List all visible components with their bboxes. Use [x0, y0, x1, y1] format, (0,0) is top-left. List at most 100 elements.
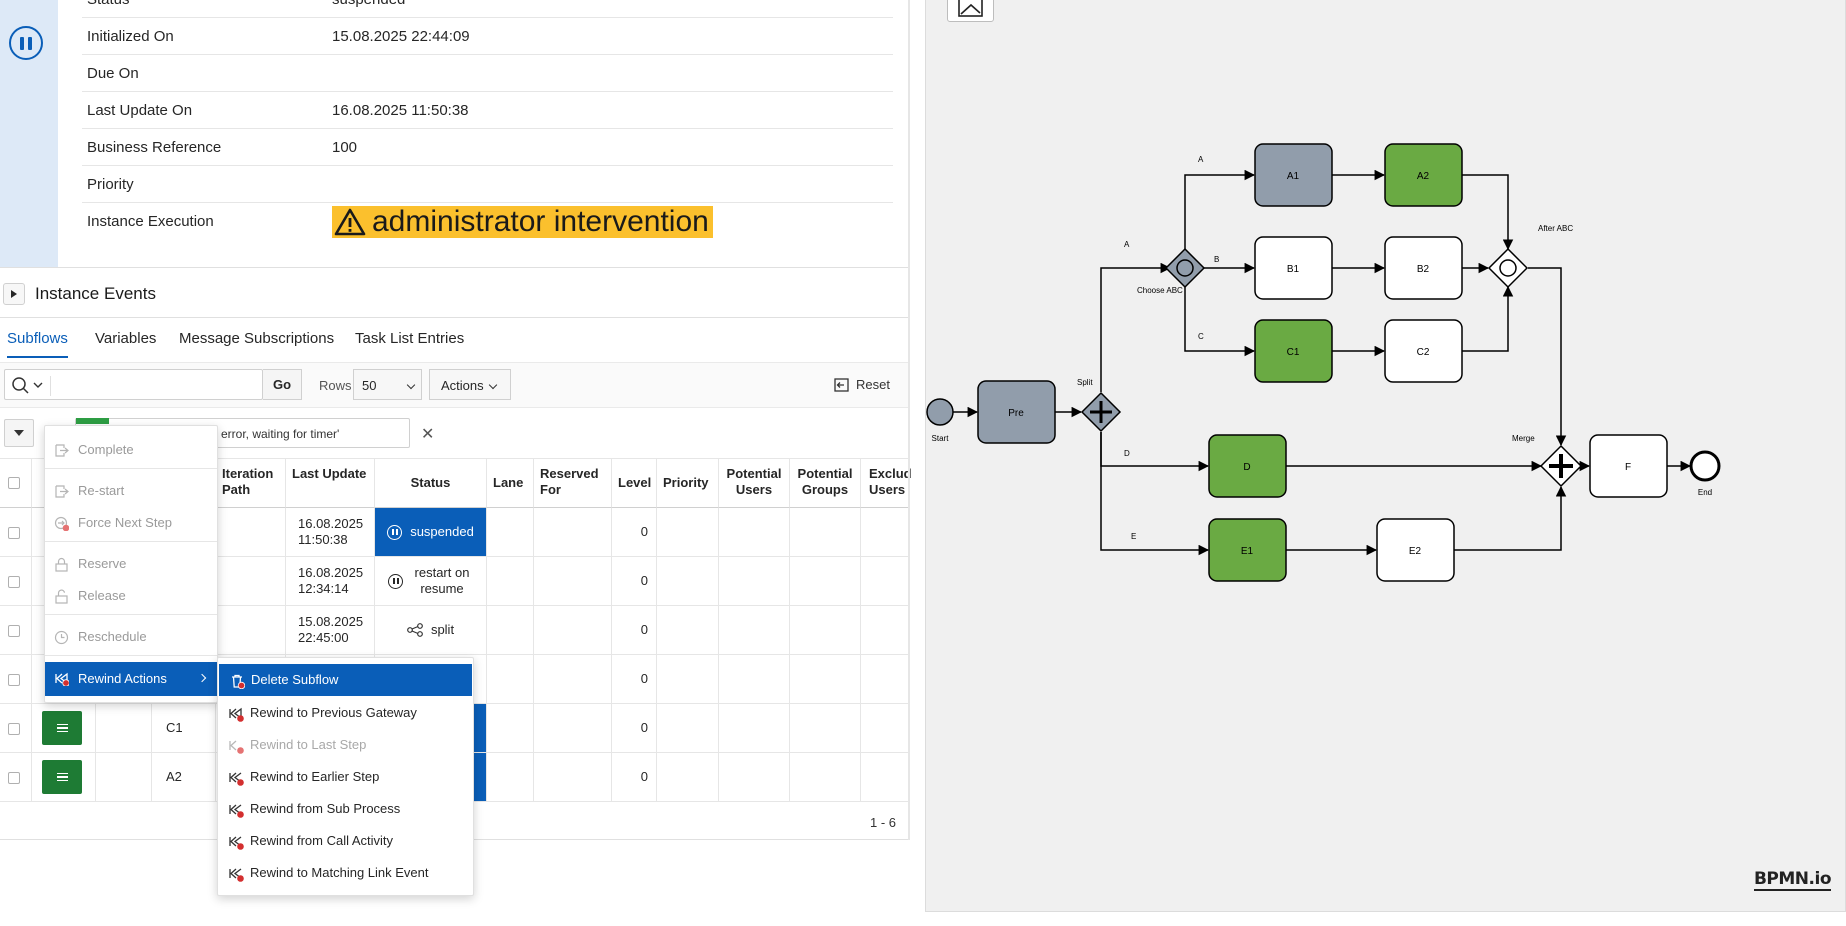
- grid-cell: [657, 557, 719, 606]
- col-excluded-header[interactable]: Exclud Users: [861, 458, 912, 508]
- remove-filter-icon[interactable]: ✕: [421, 426, 435, 443]
- end-label: End: [1698, 488, 1712, 497]
- menu-item-complete[interactable]: Complete: [45, 434, 217, 466]
- instance-detail-panel: Status suspended Initialized On 15.08.20…: [0, 0, 912, 926]
- choose-abc-gateway[interactable]: [1164, 247, 1206, 289]
- menu-item-release[interactable]: Release: [45, 580, 217, 612]
- menu-item-force-next-step[interactable]: Force Next Step: [45, 507, 217, 539]
- task-a2[interactable]: [1384, 143, 1463, 207]
- submenu-rewind-earlier-step[interactable]: Rewind to Earlier Step: [218, 761, 473, 793]
- col-status-header[interactable]: Status: [375, 458, 487, 508]
- flow-label-a: A: [1198, 155, 1204, 164]
- grid-cell: [657, 655, 719, 704]
- after-abc-gateway[interactable]: [1487, 247, 1529, 289]
- row-checkbox[interactable]: [8, 576, 20, 588]
- col-priority-header[interactable]: Priority: [657, 458, 719, 508]
- menu-item-reschedule[interactable]: Reschedule: [45, 621, 217, 653]
- toggle-fullscreen-button[interactable]: [947, 0, 994, 22]
- search-field[interactable]: [4, 369, 263, 400]
- row-menu-button[interactable]: [42, 760, 82, 794]
- menu-separator: [45, 468, 217, 469]
- menu-item-label: Complete: [78, 442, 134, 457]
- grid-cell: [487, 508, 534, 557]
- row-checkbox[interactable]: [8, 625, 20, 637]
- split-gateway[interactable]: [1080, 391, 1122, 433]
- grid-cell: [719, 557, 790, 606]
- row-checkbox[interactable]: [8, 772, 20, 784]
- submenu-rewind-previous-gateway[interactable]: Rewind to Previous Gateway: [218, 697, 473, 729]
- row-checkbox[interactable]: [8, 723, 20, 735]
- flow-label-a-split: A: [1124, 240, 1130, 249]
- force-next-step-icon: [54, 516, 69, 531]
- tab-message-subscriptions[interactable]: Message Subscriptions: [179, 330, 335, 347]
- status-text: suspended: [410, 524, 474, 539]
- prop-value: 16.08.2025 11:50:38: [332, 102, 469, 119]
- col-reserved-header[interactable]: Reserved For: [534, 458, 612, 508]
- expand-events-toggle[interactable]: [3, 283, 25, 305]
- tab-task-list-entries[interactable]: Task List Entries: [355, 330, 465, 347]
- submenu-rewind-last-step[interactable]: Rewind to Last Step: [218, 729, 473, 761]
- col-iteration-header[interactable]: Iteration Path: [216, 458, 286, 508]
- go-button[interactable]: Go: [263, 369, 302, 400]
- menu-item-restart[interactable]: Re-start: [45, 475, 217, 507]
- submenu-rewind-sub-process[interactable]: Rewind from Sub Process: [218, 793, 473, 825]
- cell-status: restart on resume: [375, 557, 487, 606]
- select-all-header: [0, 458, 32, 508]
- rows-select[interactable]: 50: [353, 369, 422, 400]
- task-c1[interactable]: [1254, 319, 1333, 383]
- submenu-delete-subflow[interactable]: Delete Subflow: [219, 664, 472, 696]
- col-potential-users-header[interactable]: Potential Users: [719, 458, 790, 508]
- filter-toggle[interactable]: [4, 419, 34, 447]
- task-e1[interactable]: [1208, 518, 1287, 582]
- flow-label-b: B: [1214, 255, 1219, 264]
- task-b1[interactable]: [1254, 236, 1333, 300]
- task-a1[interactable]: [1254, 143, 1333, 207]
- cell-level: 0: [612, 606, 657, 655]
- select-all-checkbox[interactable]: [8, 477, 20, 489]
- tab-subflows[interactable]: Subflows: [7, 330, 68, 358]
- col-level-header[interactable]: Level: [612, 458, 657, 508]
- menu-item-reserve[interactable]: Reserve: [45, 548, 217, 580]
- task-e2[interactable]: [1376, 518, 1455, 582]
- rewind-icon: [229, 804, 244, 818]
- submenu-rewind-call-activity[interactable]: Rewind from Call Activity: [218, 825, 473, 857]
- start-event[interactable]: [926, 398, 954, 426]
- cell-text: 0: [640, 671, 648, 686]
- flow-label-c: C: [1198, 332, 1204, 341]
- task-c2[interactable]: [1384, 319, 1463, 383]
- tab-variables[interactable]: Variables: [95, 330, 157, 347]
- bpmn-io-logo[interactable]: BPMN.io: [1753, 869, 1832, 891]
- col-last-update-header[interactable]: Last Update: [286, 458, 375, 508]
- merge-label: Merge: [1512, 434, 1535, 443]
- start-label: Start: [932, 434, 950, 443]
- flow-choose-a1: [1184, 169, 1256, 253]
- col-potential-groups-header[interactable]: Potential Groups: [790, 458, 861, 508]
- complete-icon: [55, 444, 69, 457]
- merge-gateway[interactable]: [1539, 444, 1583, 488]
- bpmn-viewer[interactable]: Pre A1 A2 B1 B2 C1 C2 D E1 E2 F Start En…: [925, 0, 1846, 912]
- submenu-rewind-link-event[interactable]: Rewind to Matching Link Event: [218, 857, 473, 889]
- pagination-range: 1 - 6: [869, 815, 896, 830]
- actions-menu-button[interactable]: Actions: [429, 369, 511, 400]
- submenu-label: Rewind to Last Step: [250, 737, 367, 752]
- reset-button[interactable]: Reset: [834, 377, 890, 392]
- task-d[interactable]: [1208, 434, 1287, 498]
- cell-text: 0: [640, 769, 648, 784]
- submenu-label: Rewind from Call Activity: [250, 833, 394, 848]
- row-checkbox[interactable]: [8, 527, 20, 539]
- menu-item-label: Re-start: [78, 483, 125, 498]
- menu-item-rewind-actions[interactable]: Rewind Actions: [45, 662, 217, 696]
- task-b2[interactable]: [1384, 236, 1463, 300]
- grid-cell: [719, 753, 790, 802]
- row-menu-button[interactable]: [42, 711, 82, 745]
- end-event[interactable]: [1689, 450, 1721, 482]
- task-pre[interactable]: [977, 380, 1056, 444]
- task-f[interactable]: [1589, 434, 1668, 498]
- flow-c2-after: [1462, 285, 1514, 352]
- chevron-down-icon: [406, 380, 416, 390]
- execution-warning-badge: administrator intervention: [332, 205, 713, 238]
- row-checkbox[interactable]: [8, 674, 20, 686]
- col-lane-header[interactable]: Lane: [487, 458, 534, 508]
- search-column-selector[interactable]: [11, 376, 51, 396]
- search-icon: [12, 377, 43, 394]
